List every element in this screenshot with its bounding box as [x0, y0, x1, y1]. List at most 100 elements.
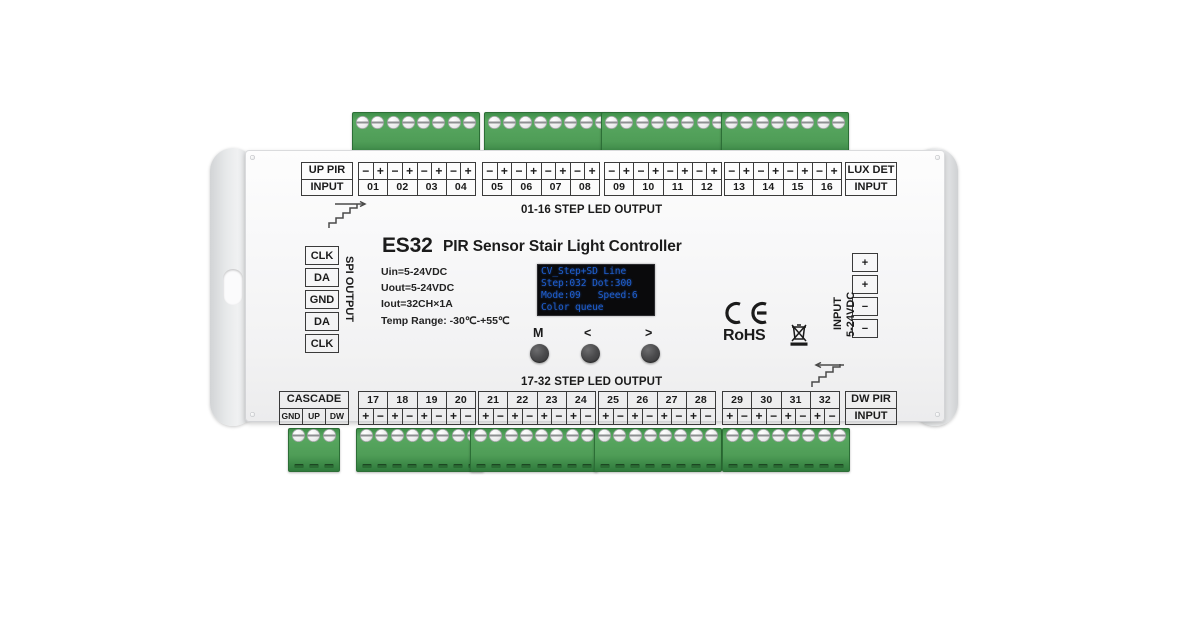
terminal-screw[interactable] [420, 426, 435, 471]
screw-head-icon [447, 116, 461, 129]
terminal-block-ch25-28[interactable] [594, 428, 722, 472]
next-button[interactable] [641, 344, 660, 363]
terminal-screw[interactable] [405, 426, 420, 471]
terminal-screw[interactable] [689, 426, 704, 471]
terminal-screw[interactable] [832, 426, 847, 471]
terminal-screw[interactable] [435, 426, 450, 471]
terminal-screw[interactable] [519, 426, 534, 471]
power-pin-plus-2: + [852, 275, 878, 294]
prev-button[interactable] [581, 344, 600, 363]
screw-head-icon [386, 116, 400, 129]
terminal-screw[interactable] [801, 426, 816, 471]
menu-button-label: M [533, 326, 544, 340]
terminal-screw[interactable] [673, 426, 688, 471]
channel-number-cell: 31 [780, 392, 810, 408]
terminal-screw[interactable] [643, 426, 658, 471]
terminal-block-cascade[interactable] [288, 428, 340, 472]
channel-number-cell: 13 [733, 181, 746, 193]
channel-number-cell: 22 [507, 392, 536, 408]
terminal-screw[interactable] [306, 426, 321, 471]
terminal-screw[interactable] [597, 426, 612, 471]
wire-slot [789, 464, 799, 468]
wire-slot [521, 464, 531, 468]
terminal-screw[interactable] [580, 426, 595, 471]
terminal-block-ch17-20[interactable] [356, 428, 484, 472]
screw-head-icon [474, 429, 488, 442]
screw-head-icon [564, 116, 578, 129]
polarity-cell: − [445, 163, 461, 179]
channel-number-cell: 17 [367, 393, 380, 406]
polarity-cell: − [633, 163, 648, 179]
terminal-screw[interactable] [740, 426, 755, 471]
screw-head-icon [740, 116, 754, 129]
menu-button[interactable] [530, 344, 549, 363]
polarity-cell: + [431, 163, 446, 179]
terminal-screw[interactable] [771, 426, 786, 471]
terminal-screw[interactable] [374, 426, 389, 471]
screw-head-icon [689, 429, 703, 442]
screw-head-icon [666, 116, 680, 129]
channel-number-cell: 20 [445, 392, 475, 408]
polarity-cell: − [662, 163, 678, 179]
terminal-screw[interactable] [549, 426, 564, 471]
screw-head-icon [421, 429, 435, 442]
terminal-screw[interactable] [704, 426, 719, 471]
spi-pin-da-1: DA [305, 268, 339, 287]
channel-number-cell: 24 [565, 392, 595, 408]
terminal-screw[interactable] [322, 426, 337, 471]
terminal-block-ch29-32[interactable] [722, 428, 850, 472]
wire-slot [537, 464, 547, 468]
terminal-screw[interactable] [786, 426, 801, 471]
terminal-screw[interactable] [504, 426, 519, 471]
screw-head-icon [613, 429, 627, 442]
wire-slot [423, 464, 433, 468]
lux-det-line1: LUX DET [847, 164, 895, 177]
terminal-screw[interactable] [565, 426, 580, 471]
terminal-screw[interactable] [534, 426, 549, 471]
wire-slot [758, 464, 768, 468]
polarity-cell: + [416, 408, 432, 424]
polarity-cell: + [536, 408, 552, 424]
terminal-screw[interactable] [658, 426, 673, 471]
terminal-screw[interactable] [291, 426, 306, 471]
wire-slot [661, 464, 671, 468]
screw-head-icon [787, 429, 801, 442]
polarity-cell: − [431, 408, 446, 424]
polarity-cell: − [691, 163, 707, 179]
screw-head-icon [681, 116, 695, 129]
terminal-screw[interactable] [756, 426, 771, 471]
terminal-screw[interactable] [612, 426, 627, 471]
power-input-label-line1: INPUT [832, 297, 844, 330]
channel-number-cell: 04 [445, 179, 475, 195]
screw-head-icon [488, 116, 502, 129]
terminal-screw[interactable] [390, 426, 405, 471]
wire-slot [506, 464, 516, 468]
polarity-cell: + [460, 163, 475, 179]
terminal-block-ch21-24[interactable] [470, 428, 598, 472]
product-title: PIR Sensor Stair Light Controller [443, 238, 682, 255]
display-line-2: Step:032 Dot:300 [541, 278, 632, 290]
polarity-cell: − [460, 408, 475, 424]
wire-slot [834, 464, 844, 468]
terminal-screw[interactable] [451, 426, 466, 471]
terminal-screw[interactable] [488, 426, 503, 471]
wire-slot [438, 464, 448, 468]
polarity-cell: − [521, 408, 537, 424]
screw-head-icon [704, 429, 718, 442]
polarity-cell: + [565, 408, 581, 424]
wire-slot [567, 464, 577, 468]
polarity-cell: + [387, 408, 402, 424]
screw-head-icon [504, 429, 518, 442]
screw-head-icon [801, 116, 815, 129]
terminal-screw[interactable] [359, 426, 374, 471]
terminal-screw[interactable] [473, 426, 488, 471]
cascade-pin-up: UP [302, 408, 325, 424]
screw-head-icon [518, 116, 532, 129]
terminal-screw[interactable] [628, 426, 643, 471]
terminal-screw[interactable] [725, 426, 740, 471]
polarity-cell: − [580, 408, 595, 424]
terminal-screw[interactable] [817, 426, 832, 471]
